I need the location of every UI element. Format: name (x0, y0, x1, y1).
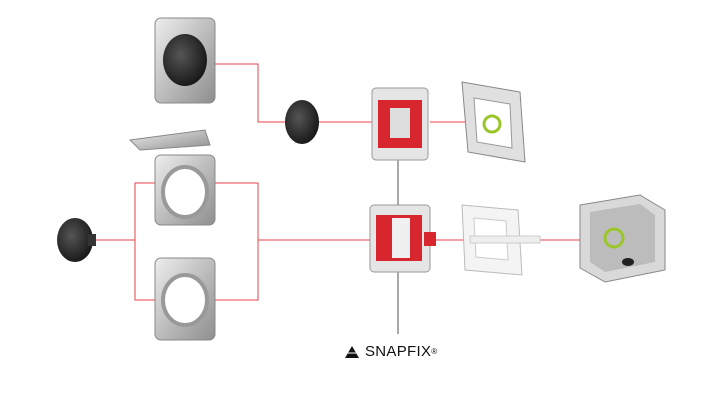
mounting-frame-top (461, 81, 526, 163)
plug (57, 218, 96, 262)
cover-plate-closed (154, 17, 216, 104)
cover-plate-open (154, 257, 216, 341)
mounting-frame-bottom (461, 204, 541, 276)
round-cap (285, 100, 319, 144)
registered-mark: ® (431, 347, 438, 356)
socket-insert-top (371, 87, 429, 161)
brand-name: SNAPFIX (365, 343, 432, 360)
snapfix-logo: SNAPFIX® (345, 343, 438, 360)
socket-insert-bottom (369, 204, 436, 273)
cover-plate-flip-lid (128, 129, 216, 226)
snapfix-logo-icon (345, 345, 359, 358)
junction-box (579, 194, 666, 283)
